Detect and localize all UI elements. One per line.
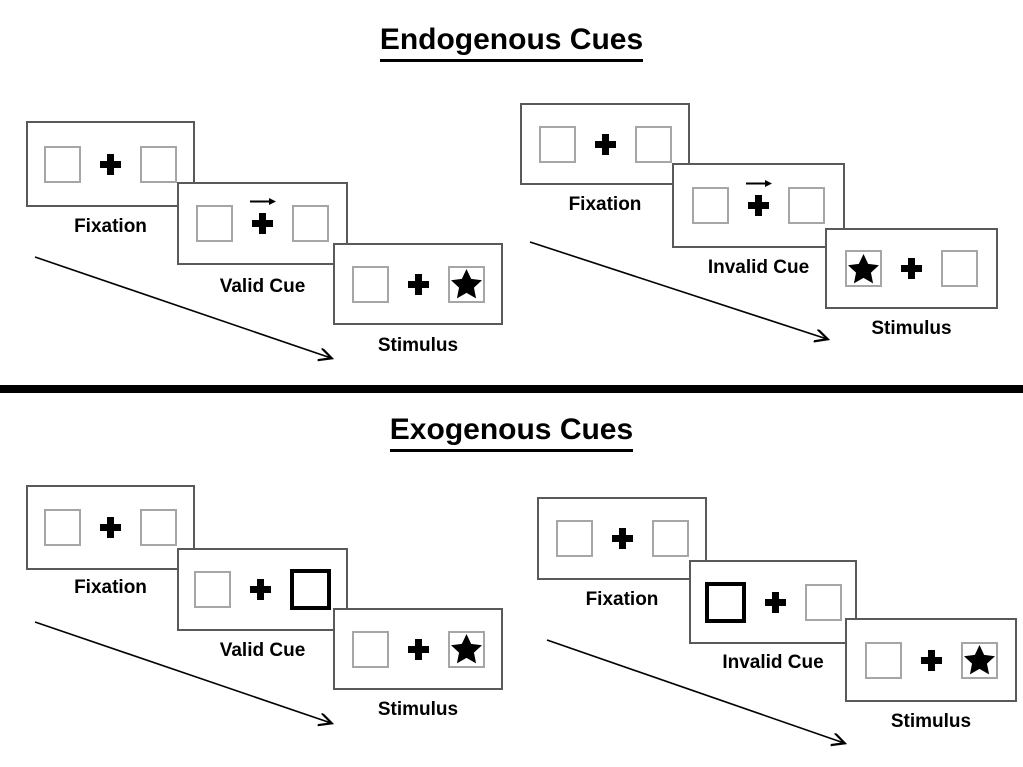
- panel-label-valid-cue: Valid Cue: [219, 640, 306, 661]
- fixation-cross-icon: [900, 257, 923, 280]
- fixation-cross-icon: [611, 527, 634, 550]
- panel-label-valid-cue: Valid Cue: [219, 276, 306, 297]
- right-placeholder-box: [140, 509, 177, 546]
- timeline-arrow: [34, 621, 340, 732]
- right-placeholder-box: [634, 125, 672, 163]
- star-target-box: [447, 630, 485, 668]
- cue-panel: [177, 548, 348, 631]
- five-point-star-icon: [963, 645, 995, 675]
- section-title-exogenous: Exogenous Cues: [0, 413, 1023, 452]
- fixation-cross-icon: [594, 133, 617, 156]
- timeline-arrow: [34, 256, 340, 367]
- cue-right-arrow-icon: [249, 194, 277, 212]
- left-placeholder-box: [44, 145, 81, 183]
- left-placeholder-box: [351, 265, 389, 303]
- left-placeholder-box: [864, 641, 902, 679]
- timeline-arrow: [529, 241, 835, 348]
- right-placeholder-box: [788, 187, 825, 224]
- fixation-cross-icon: [407, 638, 430, 661]
- fixation-cross-icon: [920, 649, 943, 672]
- fixation-cross-icon: [99, 516, 122, 539]
- stimulus-panel: [825, 228, 998, 309]
- highlighted-cue-box: [704, 581, 746, 623]
- star-target-box: [845, 250, 882, 287]
- fixation-cross-icon: [249, 578, 272, 601]
- fixation-cross-icon: [745, 180, 772, 217]
- five-point-star-icon: [450, 634, 482, 664]
- left-placeholder-box: [351, 630, 389, 668]
- left-placeholder-box: [196, 205, 233, 242]
- cue-panel: [689, 560, 857, 644]
- panel-label-fixation: Fixation: [74, 216, 147, 237]
- left-placeholder-box: [692, 187, 729, 224]
- cue-right-arrow-icon: [745, 176, 773, 194]
- stimulus-panel: [333, 608, 503, 690]
- five-point-star-icon: [450, 269, 482, 299]
- left-placeholder-box: [555, 520, 593, 557]
- panel-label-stimulus: Stimulus: [377, 699, 459, 720]
- cue-panel: [672, 163, 845, 248]
- section-title-text: Exogenous Cues: [389, 413, 634, 452]
- fixation-cross-icon: [99, 153, 122, 176]
- panel-label-invalid-cue: Invalid Cue: [722, 652, 824, 673]
- section-title-endogenous: Endogenous Cues: [0, 23, 1023, 62]
- fixation-panel: [520, 103, 690, 185]
- left-placeholder-box: [194, 571, 231, 608]
- stimulus-panel: [845, 618, 1017, 702]
- right-placeholder-box: [140, 145, 177, 183]
- panel-label-fixation: Fixation: [585, 589, 659, 610]
- star-target-box: [447, 265, 485, 303]
- section-title-text: Endogenous Cues: [379, 23, 644, 62]
- right-placeholder-box: [941, 250, 978, 287]
- cue-panel: [177, 182, 348, 265]
- fixation-panel: [26, 485, 195, 570]
- panel-label-stimulus: Stimulus: [890, 711, 972, 732]
- panel-label-invalid-cue: Invalid Cue: [707, 257, 810, 278]
- section-divider: [0, 385, 1023, 393]
- fixation-cross-icon: [249, 198, 276, 235]
- left-placeholder-box: [44, 509, 81, 546]
- right-placeholder-box: [292, 205, 329, 242]
- left-placeholder-box: [538, 125, 576, 163]
- panel-label-stimulus: Stimulus: [871, 318, 952, 339]
- highlighted-cue-box: [290, 569, 331, 610]
- fixation-cross-icon: [764, 591, 787, 614]
- panel-label-stimulus: Stimulus: [377, 335, 459, 356]
- panel-label-fixation: Fixation: [74, 577, 147, 598]
- star-target-box: [960, 641, 998, 679]
- fixation-panel: [26, 121, 195, 207]
- right-placeholder-box: [651, 520, 689, 557]
- panel-label-fixation: Fixation: [568, 194, 642, 215]
- fixation-panel: [537, 497, 707, 580]
- stimulus-panel: [333, 243, 503, 325]
- right-placeholder-box: [804, 583, 842, 621]
- fixation-cross-icon: [407, 273, 430, 296]
- five-point-star-icon: [848, 253, 879, 283]
- timeline-arrow: [546, 639, 852, 750]
